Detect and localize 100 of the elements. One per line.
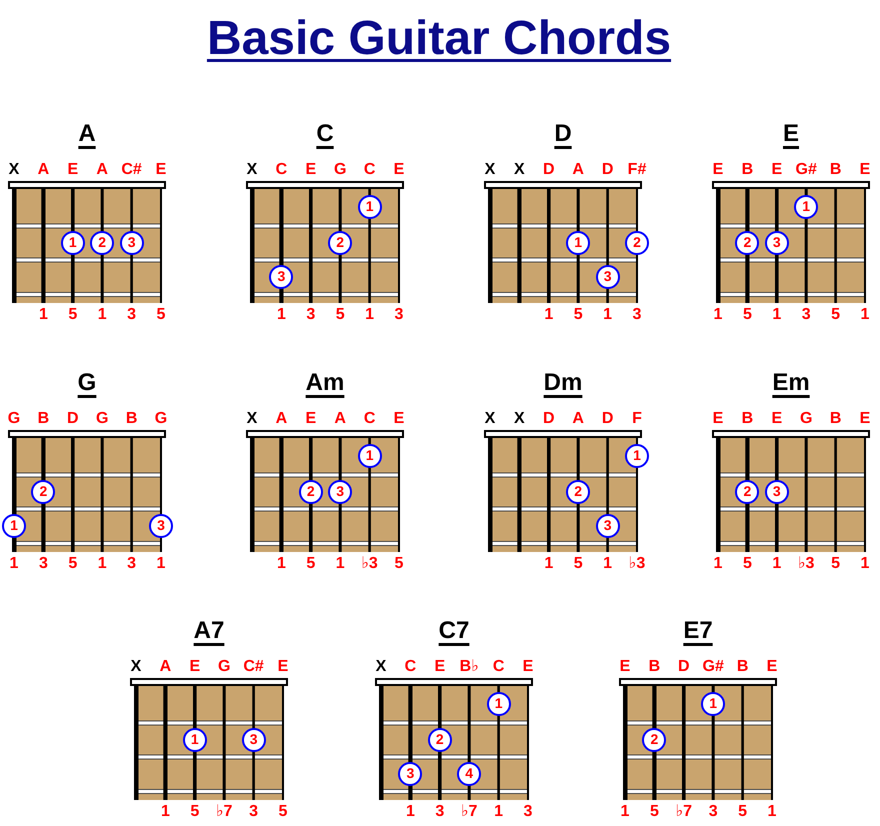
note-name: A: [160, 658, 172, 676]
note-name: D: [678, 658, 690, 676]
note-name: G#: [796, 161, 817, 179]
note-name: B♭: [460, 658, 479, 676]
interval-label: 3: [708, 803, 718, 821]
finger-marker: 1: [2, 514, 26, 538]
interval-label: 3: [524, 803, 532, 821]
note-name: C: [364, 410, 376, 428]
interval-label: 5: [650, 803, 659, 821]
note-name: B: [742, 410, 754, 428]
interval-label: 1: [365, 306, 374, 324]
interval-label: 1: [860, 306, 870, 324]
note-name: B: [736, 658, 748, 676]
chord-name: E: [783, 120, 799, 149]
note-name: D: [67, 410, 79, 428]
interval-label: 1: [603, 306, 612, 324]
interval-label: 1: [160, 803, 170, 821]
interval-label: ♭3: [628, 555, 646, 573]
interval-label: 3: [127, 555, 136, 573]
interval-label: 5: [190, 803, 200, 821]
interval-label: ♭3: [361, 555, 378, 573]
note-name: A: [572, 161, 584, 179]
interval-label: 5: [156, 306, 166, 324]
muted-mark: X: [376, 658, 386, 676]
muted-mark: X: [514, 410, 525, 428]
note-name: C: [404, 658, 416, 676]
chord-name: E7: [683, 617, 713, 646]
page-title: Basic Guitar Chords: [206, 15, 672, 67]
interval-label: 1: [276, 555, 286, 573]
chord-name: C7: [438, 617, 470, 646]
note-name: E: [394, 161, 404, 179]
note-name: A: [334, 410, 346, 428]
chord-name: Dm: [544, 369, 582, 398]
interval-label: 3: [306, 306, 316, 324]
interval-label: ♭7: [216, 803, 232, 821]
interval-label: 1: [603, 555, 612, 573]
note-name: A: [96, 161, 108, 179]
note-name: G: [154, 410, 168, 428]
interval-label: 1: [98, 306, 107, 324]
note-name: E: [305, 410, 316, 428]
note-name: E: [712, 161, 724, 179]
muted-mark: X: [514, 161, 525, 179]
note-name: C#: [243, 658, 264, 676]
note-name: B: [742, 161, 754, 179]
note-name: C#: [121, 161, 142, 179]
note-name: D: [543, 410, 555, 428]
note-name: C: [276, 161, 288, 179]
note-name: E: [522, 658, 534, 676]
chord-name: A7: [194, 617, 224, 646]
note-name: C: [364, 161, 376, 179]
interval-label: 1: [772, 555, 782, 573]
note-name: A: [276, 410, 288, 428]
note-name: C: [492, 658, 504, 676]
note-name: E: [305, 161, 316, 179]
chord-name: C: [316, 120, 334, 149]
interval-label: 5: [742, 555, 752, 573]
muted-mark: X: [130, 658, 142, 676]
interval-label: 5: [336, 306, 345, 324]
interval-label: 1: [336, 555, 345, 573]
interval-label: 3: [435, 803, 444, 821]
note-name: G#: [702, 658, 724, 676]
note-name: G: [218, 658, 230, 676]
note-name: E: [766, 658, 778, 676]
interval-label: 1: [406, 803, 415, 821]
finger-marker: 3: [149, 514, 173, 538]
note-name: B: [830, 410, 842, 428]
note-name: E: [278, 658, 288, 676]
interval-label: 3: [632, 306, 642, 324]
note-name: G: [334, 161, 346, 179]
note-name: D: [602, 410, 614, 428]
muted-mark: X: [8, 161, 20, 179]
note-name: E: [860, 161, 870, 179]
interval-label: 1: [156, 555, 166, 573]
chord-name: A: [78, 120, 96, 149]
interval-label: 5: [831, 555, 840, 573]
interval-label: 1: [276, 306, 286, 324]
note-name: F: [632, 410, 642, 428]
note-name: B: [126, 410, 138, 428]
note-name: G: [8, 410, 20, 428]
chord-name: Am: [306, 369, 344, 398]
interval-label: 1: [544, 306, 554, 324]
interval-label: 1: [768, 803, 776, 821]
note-name: E: [67, 161, 78, 179]
interval-label: 5: [738, 803, 748, 821]
interval-label: 3: [394, 306, 404, 324]
interval-label: 3: [249, 803, 258, 821]
note-name: B: [648, 658, 660, 676]
interval-label: ♭7: [676, 803, 692, 821]
note-name: E: [156, 161, 166, 179]
chord-name: Em: [772, 369, 810, 398]
note-name: A: [572, 410, 584, 428]
interval-label: 5: [831, 306, 840, 324]
note-name: E: [771, 161, 782, 179]
interval-label: 1: [10, 555, 18, 573]
note-name: F#: [628, 161, 646, 179]
interval-label: 1: [860, 555, 870, 573]
interval-label: 3: [127, 306, 136, 324]
muted-mark: X: [484, 161, 496, 179]
interval-label: 5: [278, 803, 288, 821]
note-name: G: [96, 410, 108, 428]
